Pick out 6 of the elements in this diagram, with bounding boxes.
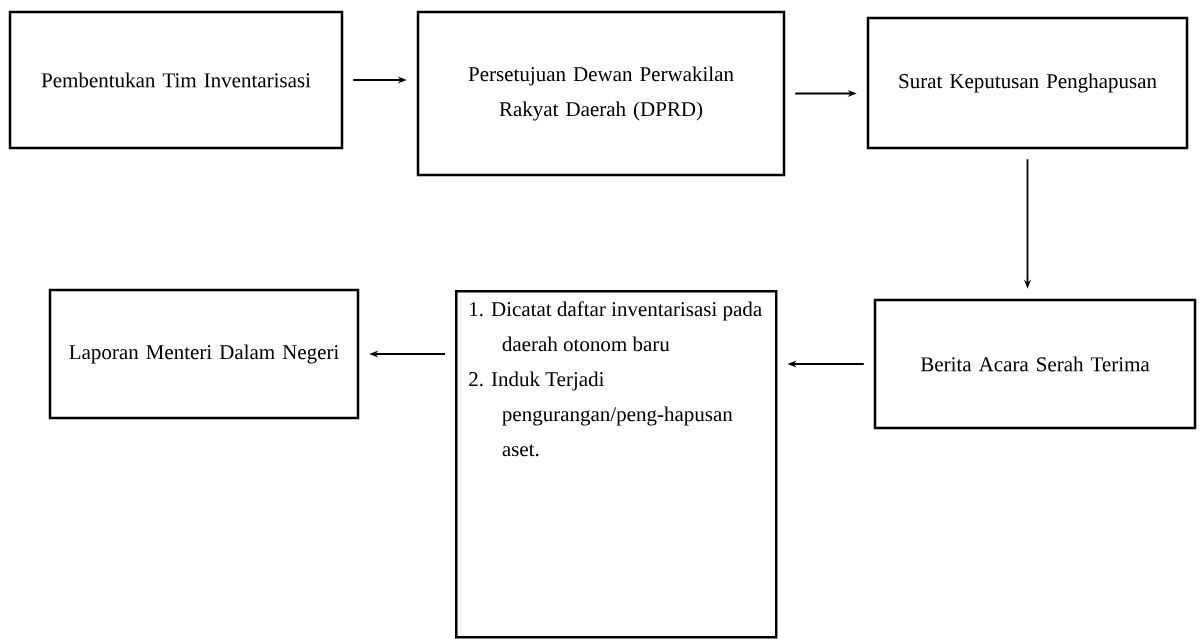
process-box: Laporan Menteri Dalam Negeri bbox=[48, 288, 360, 420]
list-box: 1. Dicatat daftar inventarisasi pada daerah otonom baru 2. Induk Terjadi pengurangan/peng-hapusan aset. bbox=[455, 290, 778, 639]
process-box: Surat Keputusan Penghapusan bbox=[866, 16, 1189, 150]
process-box: Pembentukan Tim Inventarisasi bbox=[8, 10, 344, 150]
process-box: Berita Acara Serah Terima bbox=[873, 298, 1197, 430]
process-box: Persetujuan Dewan Perwakilan Rakyat Daerah (DPRD) bbox=[416, 10, 786, 177]
